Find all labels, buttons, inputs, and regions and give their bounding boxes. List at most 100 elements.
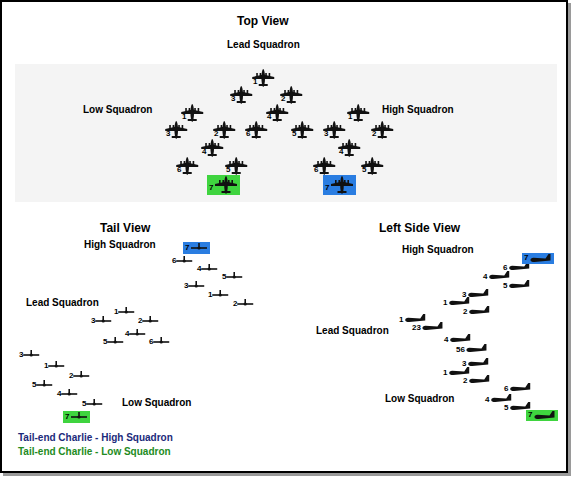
- position-number: 5: [503, 282, 507, 290]
- position-number: 1: [399, 316, 403, 324]
- top-view-panel: [15, 64, 557, 202]
- bomber-icon: [48, 361, 64, 368]
- bomber-icon: [347, 104, 369, 122]
- position-number: 2: [463, 308, 467, 316]
- bomber-icon: [291, 121, 313, 139]
- squadron-label: Low Squadron: [385, 394, 454, 404]
- position-number: 3: [324, 130, 328, 138]
- position-number: 6: [177, 166, 181, 174]
- bomber-icon: [226, 272, 242, 279]
- bomber-icon: [466, 344, 486, 352]
- bomber-icon: [118, 307, 134, 314]
- position-number: 6: [503, 264, 507, 272]
- position-number: 2: [233, 300, 237, 308]
- position-number: 7: [65, 413, 69, 421]
- position-number: 1: [348, 113, 352, 121]
- position-number: 5: [32, 381, 36, 389]
- view-title: Tail View: [100, 222, 150, 234]
- bomber-icon: [176, 157, 198, 175]
- bomber-icon: [36, 380, 52, 387]
- tail-end-charlie-box: 7: [526, 410, 558, 421]
- bomber-icon: [331, 176, 353, 194]
- position-number: 1: [443, 299, 447, 307]
- bomber-icon: [422, 322, 442, 330]
- bomber-icon: [86, 399, 102, 406]
- bomber-icon: [469, 306, 489, 314]
- bomber-icon: [215, 176, 237, 194]
- squadron-label: Low Squadron: [83, 105, 152, 115]
- bomber-icon: [469, 375, 489, 383]
- bomber-icon: [191, 243, 207, 250]
- bomber-icon: [491, 394, 511, 402]
- position-number: 5: [504, 404, 508, 412]
- bomber-icon: [266, 104, 288, 122]
- position-number: 1: [44, 362, 48, 370]
- bomber-icon: [213, 121, 235, 139]
- position-number: 2: [69, 372, 73, 380]
- position-number: 2: [138, 317, 142, 325]
- bomber-icon: [176, 256, 192, 263]
- bomber-icon: [405, 314, 425, 322]
- position-number: 4: [267, 113, 271, 121]
- bomber-icon: [468, 289, 488, 297]
- tail-end-charlie-box: 7: [63, 411, 90, 423]
- position-number: 3: [166, 130, 170, 138]
- position-number: 1: [182, 113, 186, 121]
- bomber-icon: [489, 271, 509, 279]
- bomber-icon: [338, 139, 360, 157]
- bomber-icon: [142, 316, 158, 323]
- position-number: 56: [456, 346, 465, 354]
- position-number: 7: [209, 184, 213, 192]
- bomber-icon: [61, 389, 77, 396]
- bomber-icon: [129, 329, 145, 336]
- position-number: 3: [231, 95, 235, 103]
- legend-entry: Tail-end Charlie - Low Squadron: [18, 447, 171, 457]
- squadron-label: Lead Squadron: [227, 40, 300, 50]
- bomber-icon: [510, 383, 530, 391]
- bomber-icon: [323, 121, 345, 139]
- bomber-icon: [509, 280, 529, 288]
- position-number: 6: [314, 166, 318, 174]
- bomber-icon: [181, 104, 203, 122]
- bomber-icon: [225, 157, 247, 175]
- position-number: 4: [483, 273, 487, 281]
- bomber-icon: [230, 86, 252, 104]
- position-number: 4: [197, 265, 201, 273]
- squadron-label: High Squadron: [402, 245, 474, 255]
- position-number: 6: [172, 257, 176, 265]
- bomber-icon: [107, 337, 123, 344]
- legend-text: Tail-end Charlie - Low Squadron: [18, 446, 171, 457]
- bomber-icon: [201, 264, 217, 271]
- squadron-label: Low Squadron: [122, 398, 191, 408]
- position-number: 7: [524, 254, 528, 262]
- tail-end-charlie-box: 7: [183, 242, 210, 254]
- bomber-icon: [71, 412, 87, 419]
- position-number: 6: [246, 130, 250, 138]
- position-number: 4: [444, 336, 448, 344]
- bomber-icon: [237, 299, 253, 306]
- squadron-label: Lead Squadron: [316, 326, 389, 336]
- position-number: 4: [202, 148, 206, 156]
- bomber-icon: [245, 121, 267, 139]
- position-number: 2: [463, 377, 467, 385]
- position-number: 4: [339, 148, 343, 156]
- position-number: 2: [214, 130, 218, 138]
- position-number: 4: [485, 396, 489, 404]
- position-number: 5: [103, 338, 107, 346]
- position-number: 3: [462, 360, 466, 368]
- bomber-icon: [450, 334, 470, 342]
- squadron-label: Lead Squadron: [26, 298, 99, 308]
- position-number: 5: [362, 166, 366, 174]
- tail-end-charlie-box: 7: [207, 175, 240, 195]
- position-number: 1: [114, 308, 118, 316]
- bomber-icon: [165, 121, 187, 139]
- view-title: Top View: [237, 15, 289, 27]
- squadron-label: High Squadron: [84, 240, 156, 250]
- tail-end-charlie-box: 7: [522, 253, 554, 264]
- bomber-icon: [153, 337, 169, 344]
- position-number: 6: [149, 338, 153, 346]
- squadron-label: High Squadron: [382, 105, 454, 115]
- position-number: 7: [528, 411, 532, 419]
- position-number: 4: [125, 330, 129, 338]
- position-number: 5: [226, 166, 230, 174]
